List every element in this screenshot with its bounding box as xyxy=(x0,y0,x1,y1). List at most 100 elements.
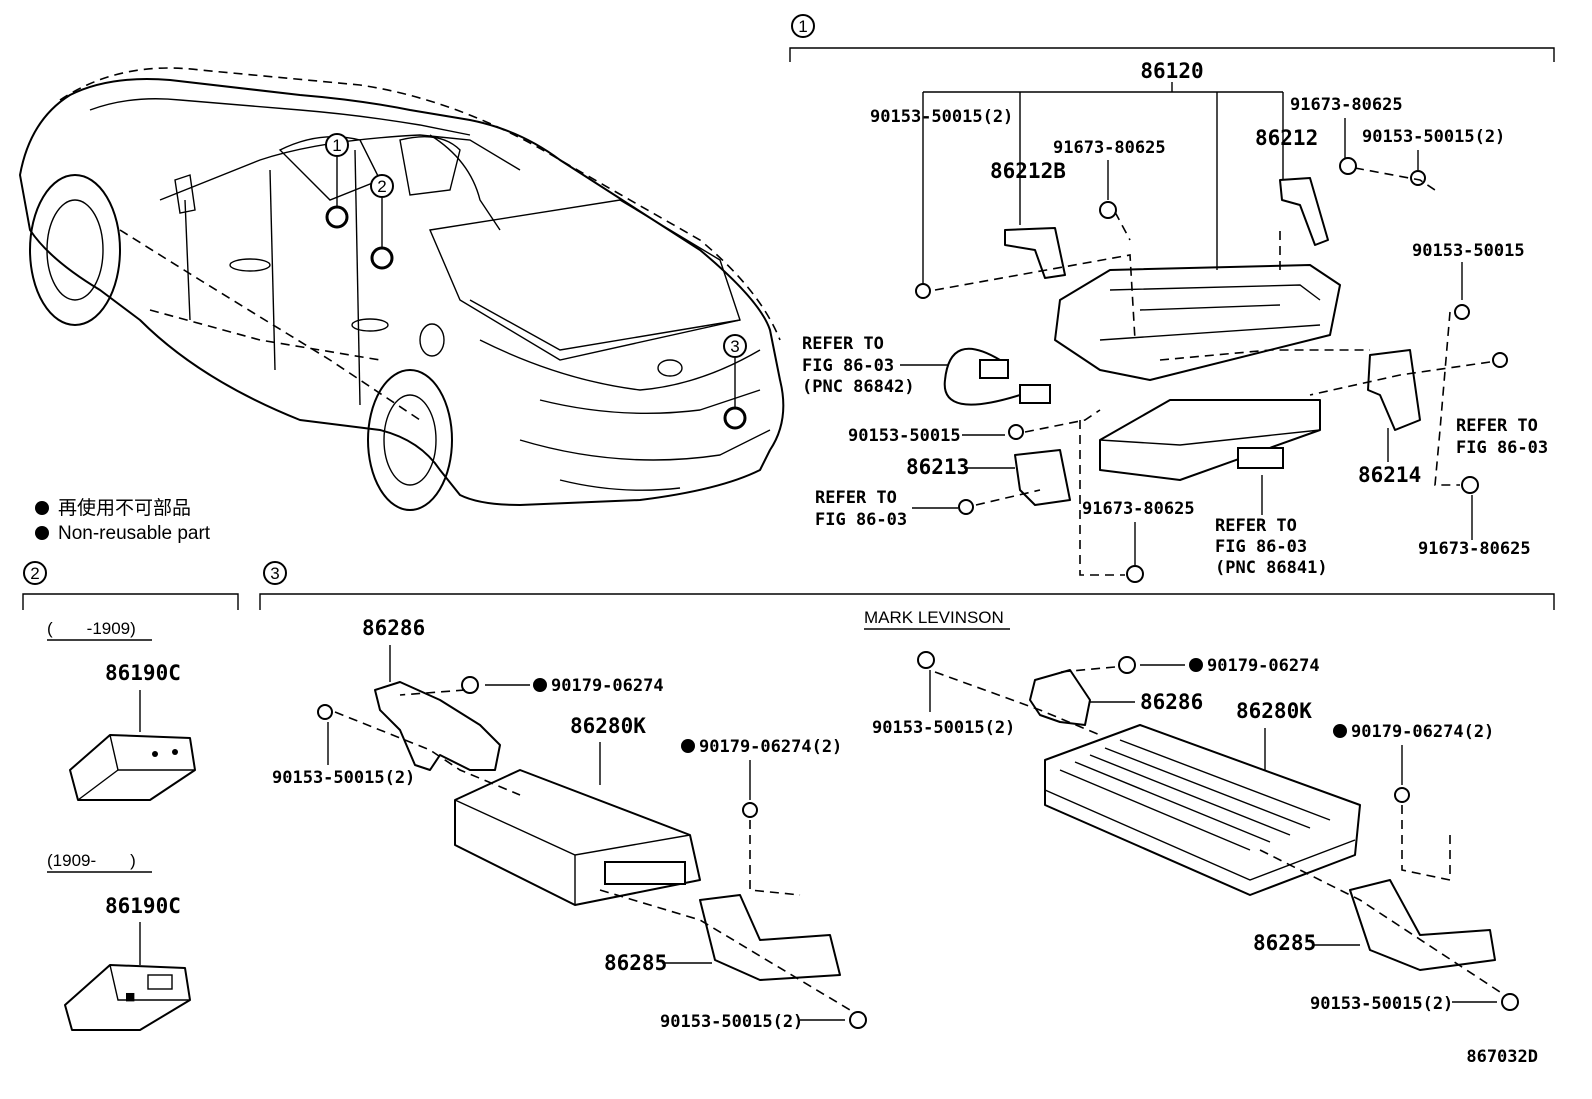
label-86280K-left: 86280K xyxy=(570,714,646,738)
label-90153-50015-2-left: 90153-50015(2) xyxy=(870,107,1013,127)
label-86213: 86213 xyxy=(906,455,969,479)
legend-text-en: Non-reusable part xyxy=(58,523,211,544)
mark-levinson-label: MARK LEVINSON xyxy=(864,608,1004,627)
car-illustration xyxy=(19,67,785,511)
nut-icon xyxy=(1099,201,1117,219)
section-3: 3 86286 90179-06274 90153-50015(2) 86280… xyxy=(259,561,1555,1032)
svg-text:3: 3 xyxy=(730,337,739,356)
display-unit xyxy=(1054,264,1341,381)
label-91673-80625-upper: 91673-80625 xyxy=(1053,138,1166,158)
label-91673-80625-top-right: 91673-80625 xyxy=(1290,95,1403,115)
label-86212B: 86212B xyxy=(990,159,1066,183)
refer-bolt-line-2: FIG 86-03 xyxy=(815,510,907,530)
label-86285-left: 86285 xyxy=(604,951,667,975)
label-86286-left: 86286 xyxy=(362,616,425,640)
car-callout-2: 2 xyxy=(370,174,394,198)
legend: 再使用不可部品 Non-reusable part xyxy=(35,497,211,544)
bracket-86212B xyxy=(1004,227,1066,279)
nut-icon xyxy=(1126,565,1144,583)
range-label-2: (1909- ) xyxy=(47,851,136,870)
nut-icon xyxy=(1394,787,1410,803)
section-1: 1 86120 90153-50015(2) 91673-80625 86212… xyxy=(789,14,1555,583)
bracket-86214 xyxy=(1367,349,1421,431)
label-90153-50015-2-right: 90153-50015(2) xyxy=(1362,127,1505,147)
label-90153-50015-2-bottom-right: 90153-50015(2) xyxy=(1310,994,1453,1014)
refer-module-line-1: REFER TO xyxy=(1215,516,1297,536)
refer-wire-line-3: (PNC 86842) xyxy=(802,377,915,397)
label-90153-50015-mid: 90153-50015 xyxy=(848,426,961,446)
bracket-86212 xyxy=(1279,177,1329,246)
bolt-icon xyxy=(317,704,333,720)
refer-bolt-line-1: REFER TO xyxy=(815,488,897,508)
non-reusable-bullet xyxy=(1333,724,1347,738)
car-callout-1: 1 xyxy=(325,133,349,157)
label-91673-80625-far-right: 91673-80625 xyxy=(1418,539,1531,559)
section-2-callout: 2 xyxy=(30,564,39,583)
svg-text:1: 1 xyxy=(332,136,341,155)
figure-id: 867032D xyxy=(1466,1047,1538,1067)
refer-wire-line-2: FIG 86-03 xyxy=(802,356,894,376)
bolt-icon xyxy=(1501,993,1519,1011)
label-90153-50015-2-bottom-left: 90153-50015(2) xyxy=(660,1012,803,1032)
label-90153-50015-2-left: 90153-50015(2) xyxy=(272,768,415,788)
non-reusable-bullet xyxy=(681,739,695,753)
lower-module xyxy=(1099,399,1321,481)
bracket-86286-right xyxy=(1029,669,1091,726)
bracket-86285-left xyxy=(699,894,841,981)
bolt-icon xyxy=(915,283,931,299)
refer-module-line-2: FIG 86-03 xyxy=(1215,537,1307,557)
car-callout-3: 3 xyxy=(723,334,747,358)
amplifier-left xyxy=(454,769,701,906)
label-86285-right: 86285 xyxy=(1253,931,1316,955)
nut-icon xyxy=(742,802,758,818)
refer-right-line-1: REFER TO xyxy=(1456,416,1538,436)
section-3-callout: 3 xyxy=(270,564,279,583)
bracket-86213 xyxy=(1014,449,1071,506)
nut-icon xyxy=(1118,656,1136,674)
nut-icon xyxy=(1461,476,1479,494)
section-1-callout: 1 xyxy=(798,17,807,36)
label-90179-06274-left: 90179-06274 xyxy=(551,676,664,696)
usb-port-1 xyxy=(69,734,196,801)
label-90179-06274-2-right: 90179-06274(2) xyxy=(1351,722,1494,742)
label-86280K-right: 86280K xyxy=(1236,699,1312,723)
label-90179-06274-right: 90179-06274 xyxy=(1207,656,1320,676)
refer-right-line-2: FIG 86-03 xyxy=(1456,438,1548,458)
label-91673-80625-bottom: 91673-80625 xyxy=(1082,499,1195,519)
label-90179-06274-2-left: 90179-06274(2) xyxy=(699,737,842,757)
label-86286-right: 86286 xyxy=(1140,690,1203,714)
bracket-86286-left xyxy=(374,681,501,771)
refer-wire-line-1: REFER TO xyxy=(802,334,884,354)
legend-text-jp: 再使用不可部品 xyxy=(58,497,191,519)
non-reusable-bullet xyxy=(533,678,547,692)
bolt-icon xyxy=(1454,304,1470,320)
label-90153-50015-right: 90153-50015 xyxy=(1412,241,1525,261)
bolt-icon xyxy=(1008,424,1024,440)
nut-icon xyxy=(1339,157,1357,175)
section-2: 2 ( -1909) 86190C (1909- ) 86190C ■ xyxy=(22,561,239,1031)
bolt-icon xyxy=(1492,352,1508,368)
label-90153-50015-2-right: 90153-50015(2) xyxy=(872,718,1015,738)
legend-bullet-en xyxy=(35,526,49,540)
label-86212: 86212 xyxy=(1255,126,1318,150)
refer-module-line-3: (PNC 86841) xyxy=(1215,558,1328,578)
label-86190C-1: 86190C xyxy=(105,661,181,685)
bolt-icon xyxy=(1410,170,1426,186)
legend-bullet-jp xyxy=(35,501,49,515)
wire-harness xyxy=(943,347,1041,406)
label-86214: 86214 xyxy=(1358,463,1421,487)
usb-port-icon-glyph: ■ xyxy=(125,990,135,1003)
label-86190C-2: 86190C xyxy=(105,894,181,918)
usb-port-2: ■ xyxy=(64,964,191,1031)
svg-text:2: 2 xyxy=(377,177,386,196)
range-label-1: ( -1909) xyxy=(47,619,136,638)
amplifier-right-finned xyxy=(1044,724,1361,896)
bolt-icon xyxy=(958,499,974,515)
bolt-icon xyxy=(917,651,935,669)
label-86120: 86120 xyxy=(1140,59,1203,83)
bolt-icon xyxy=(849,1011,867,1029)
non-reusable-bullet xyxy=(1189,658,1203,672)
nut-icon xyxy=(461,676,479,694)
bracket-86285-right xyxy=(1349,879,1496,971)
